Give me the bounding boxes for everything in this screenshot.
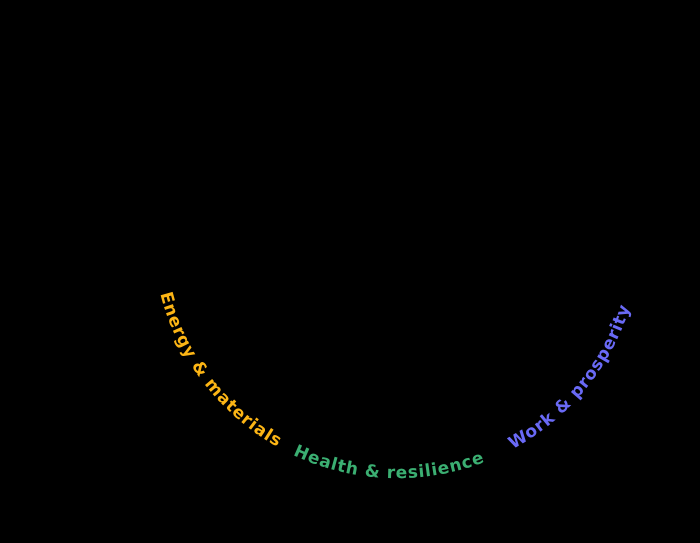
diagram-stage: Energy & materials Health & resilience W… bbox=[0, 0, 700, 538]
diagram-background bbox=[0, 0, 700, 538]
circular-diagram: Energy & materials Health & resilience W… bbox=[0, 0, 700, 538]
